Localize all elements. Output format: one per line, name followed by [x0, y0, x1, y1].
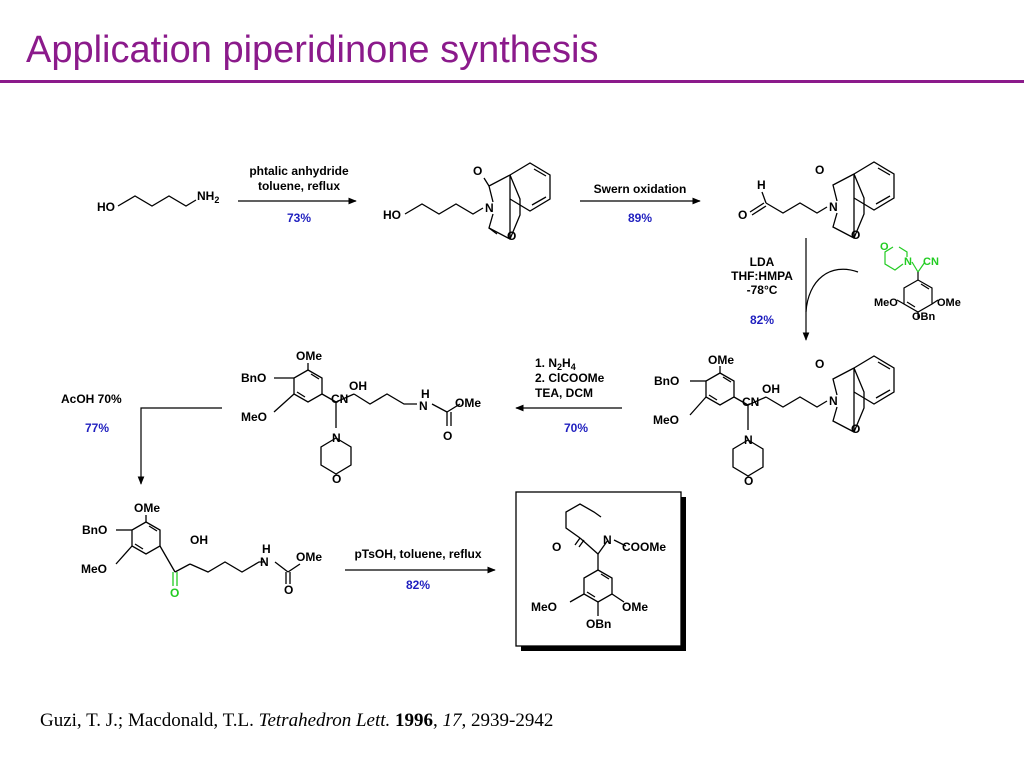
- carbonyl-oxygen-top-2: O: [815, 163, 824, 177]
- adduct-morpholine-nitrogen: N: [744, 433, 753, 447]
- adduct-methoxy-bottom: MeO: [653, 413, 679, 427]
- citation-pages: , 2939-2942: [461, 710, 554, 731]
- adduct-hydroxyl: OH: [762, 382, 780, 396]
- carbamate-benzyloxy: BnO: [241, 371, 266, 385]
- citation-journal: Tetrahedron Lett.: [258, 710, 391, 731]
- methoxy-left: MeO: [874, 297, 898, 309]
- nitrile-label: CN: [923, 256, 939, 268]
- citation-separator-2: ,: [433, 710, 443, 731]
- ketone-carbonyl-bond: [172, 572, 178, 586]
- ketone-carbamate-oxygen: O: [284, 583, 293, 597]
- reagent-lda: LDA: [750, 255, 775, 269]
- amine-label: NH2: [197, 189, 219, 205]
- citation-volume: 17: [442, 710, 462, 731]
- reagent-thf-hmpa: THF:HMPA: [731, 269, 793, 283]
- ketone-benzyloxy: BnO: [82, 523, 107, 537]
- ketone-methoxy-bottom: MeO: [81, 562, 107, 576]
- reagent-tea-dcm: TEA, DCM: [535, 386, 593, 400]
- product-ketone-oxygen: O: [552, 540, 561, 554]
- carbamate-methoxy-bottom: MeO: [241, 410, 267, 424]
- reagent-phthalic-anhydride: phtalic anhydride: [249, 164, 349, 178]
- reagent-temperature: -78°C: [747, 283, 778, 297]
- adduct-structure: [689, 355, 895, 477]
- yield-step5: 77%: [85, 421, 109, 435]
- hydroxyl-label: HO: [97, 200, 115, 214]
- ketone-nh-hydrogen: H: [262, 542, 271, 556]
- aminonitrile-reagent-structure: [884, 246, 939, 318]
- adduct-morpholine-oxygen: O: [744, 474, 753, 488]
- reaction-arrow-5: [137, 407, 222, 485]
- yield-step6: 82%: [406, 578, 430, 592]
- carbamate-nh-nitrogen: N: [419, 399, 428, 413]
- yield-step2: 89%: [628, 211, 652, 225]
- product-methoxy-right: OMe: [622, 600, 648, 614]
- carbamate-ester-methoxy: OMe: [455, 396, 481, 410]
- phthalimido-aldehyde-structure: [749, 161, 895, 239]
- reaction-arrow-3: [802, 238, 859, 341]
- carbamate-morpholine-nitrogen: N: [332, 431, 341, 445]
- product-benzyloxy: OBn: [586, 617, 611, 631]
- reagent-toluene-reflux: toluene, reflux: [258, 179, 340, 193]
- adduct-methoxy-top: OMe: [708, 353, 734, 367]
- carbamate-hydroxyl: OH: [349, 379, 367, 393]
- morpholine-oxygen: O: [880, 241, 889, 253]
- ketone-oxygen: O: [170, 586, 179, 600]
- carbamate-carbonyl-oxygen: O: [443, 429, 452, 443]
- aldehyde-hydrogen: H: [757, 178, 766, 192]
- aminobutanol-structure: [117, 195, 197, 207]
- reagent-acetic-acid: AcOH 70%: [61, 392, 122, 406]
- product-methoxy-left: MeO: [531, 600, 557, 614]
- methoxy-right: OMe: [937, 297, 961, 309]
- carbamate-methoxy-top: OMe: [296, 349, 322, 363]
- carbonyl-oxygen-bottom: O: [507, 229, 516, 243]
- carbonyl-oxygen-bottom-2: O: [851, 228, 860, 242]
- yield-step3: 82%: [750, 313, 774, 327]
- ketone-structure: [115, 515, 301, 584]
- aldehyde-oxygen: O: [738, 208, 747, 222]
- reagent-hydrazine: 1. N2H4: [535, 356, 576, 372]
- imide-nitrogen: N: [485, 201, 494, 215]
- product-carbamate: COOMe: [622, 540, 666, 554]
- reagent-ptsoh: pTsOH, toluene, reflux: [354, 547, 481, 561]
- carbonyl-oxygen-top: O: [473, 164, 482, 178]
- title-underline: [0, 80, 1024, 83]
- hydroxyl-label-2: HO: [383, 208, 401, 222]
- adduct-benzyloxy: BnO: [654, 374, 679, 388]
- adduct-carbonyl-oxygen-top: O: [815, 357, 824, 371]
- reagent-swern: Swern oxidation: [594, 182, 687, 196]
- literature-citation: Guzi, T. J.; Macdonald, T.L. Tetrahedron…: [40, 710, 553, 732]
- imide-nitrogen-2: N: [829, 200, 838, 214]
- phthalimido-alcohol-structure: [404, 162, 551, 240]
- citation-year: 1996: [395, 710, 433, 731]
- slide-title: Application piperidinone synthesis: [26, 29, 599, 71]
- ketone-nh-nitrogen: N: [260, 555, 269, 569]
- adduct-imide-nitrogen: N: [829, 394, 838, 408]
- piperidinone-product-structure: [565, 503, 627, 616]
- adduct-carbonyl-oxygen-bottom: O: [851, 422, 860, 436]
- carbamate-structure: [273, 363, 461, 475]
- ketone-carbamate-methoxy: OMe: [296, 550, 322, 564]
- citation-authors: Guzi, T. J.; Macdonald, T.L.: [40, 710, 259, 731]
- reaction-scheme: HO NH2 phtalic anhydride toluene, reflux…: [61, 161, 961, 651]
- ketone-methoxy-top: OMe: [134, 501, 160, 515]
- yield-step1: 73%: [287, 211, 311, 225]
- benzyloxy-label: OBn: [912, 311, 936, 323]
- carbamate-morpholine-oxygen: O: [332, 472, 341, 486]
- ketone-hydroxyl: OH: [190, 533, 208, 547]
- adduct-nitrile: CN: [742, 395, 759, 409]
- product-ring-nitrogen: N: [603, 533, 612, 547]
- yield-step4: 70%: [564, 421, 588, 435]
- carbamate-nitrile: CN: [331, 392, 348, 406]
- reagent-methyl-chloroformate: 2. ClCOOMe: [535, 371, 605, 385]
- carbamate-nh-hydrogen: H: [421, 387, 430, 401]
- morpholine-nitrogen: N: [904, 256, 912, 268]
